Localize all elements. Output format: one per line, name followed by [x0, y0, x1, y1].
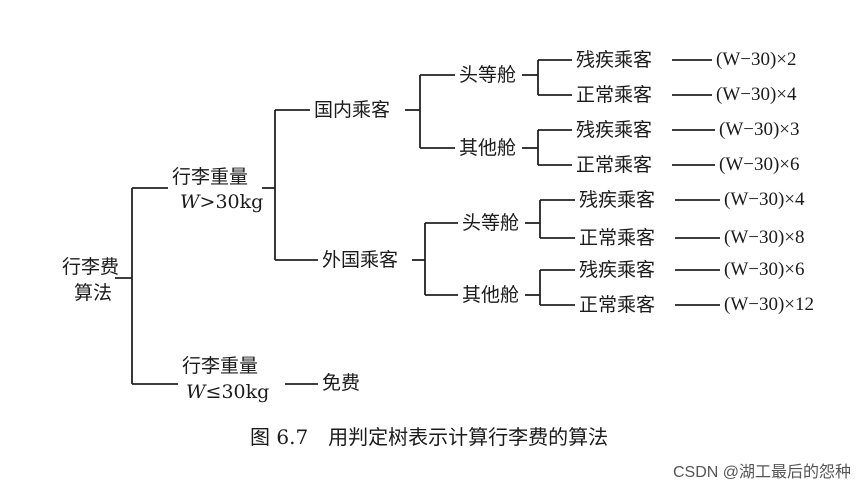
weight-heavy-condition: >30kg [199, 191, 264, 213]
leaf-foc-disabled: 残疾乘客 [579, 259, 656, 281]
leaf-dfc-regular: 正常乘客 [576, 84, 653, 106]
domestic-passenger: 国内乘客 [314, 99, 391, 121]
weight-var: W [180, 191, 200, 213]
domestic-first-class: 头等舱 [459, 64, 517, 86]
leaf-foc-regular: 正常乘客 [579, 294, 656, 316]
formula-ffc-regular: (W−30)×8 [724, 227, 805, 248]
free-result: 免费 [322, 372, 361, 394]
leaf-ffc-regular: 正常乘客 [579, 227, 656, 249]
weight-light-condition: ≤30kg [205, 381, 270, 403]
leaf-ffc-disabled: 残疾乘客 [579, 189, 656, 211]
foreign-passenger: 外国乘客 [322, 249, 399, 271]
figure-caption: 图 6.7 用判定树表示计算行李费的算法 [250, 425, 609, 449]
root-label-line1: 行李费 [62, 256, 120, 278]
domestic-other-class: 其他舱 [459, 137, 517, 159]
weight-light-line2: W≤30kg [186, 381, 269, 403]
formula-doc-regular: (W−30)×6 [719, 154, 800, 175]
leaf-dfc-disabled: 残疾乘客 [576, 49, 653, 71]
foreign-other-class: 其他舱 [462, 284, 520, 306]
leaf-doc-regular: 正常乘客 [576, 154, 653, 176]
root-label-line2: 算法 [74, 282, 113, 304]
formula-dfc-regular: (W−30)×4 [716, 84, 797, 105]
csdn-watermark: CSDN @湖工最后的怨种 [672, 464, 851, 481]
leaf-doc-disabled: 残疾乘客 [576, 119, 653, 141]
formula-foc-regular: (W−30)×12 [724, 294, 815, 315]
formula-foc-disabled: (W−30)×6 [724, 259, 805, 280]
weight-heavy-line1: 行李重量 [172, 166, 249, 188]
weight-var: W [186, 381, 206, 403]
weight-light-line1: 行李重量 [182, 355, 259, 377]
formula-doc-disabled: (W−30)×3 [719, 119, 800, 140]
foreign-first-class: 头等舱 [462, 212, 520, 234]
formula-dfc-disabled: (W−30)×2 [716, 49, 797, 70]
formula-ffc-disabled: (W−30)×4 [724, 189, 805, 210]
weight-heavy-line2: W>30kg [180, 191, 263, 213]
